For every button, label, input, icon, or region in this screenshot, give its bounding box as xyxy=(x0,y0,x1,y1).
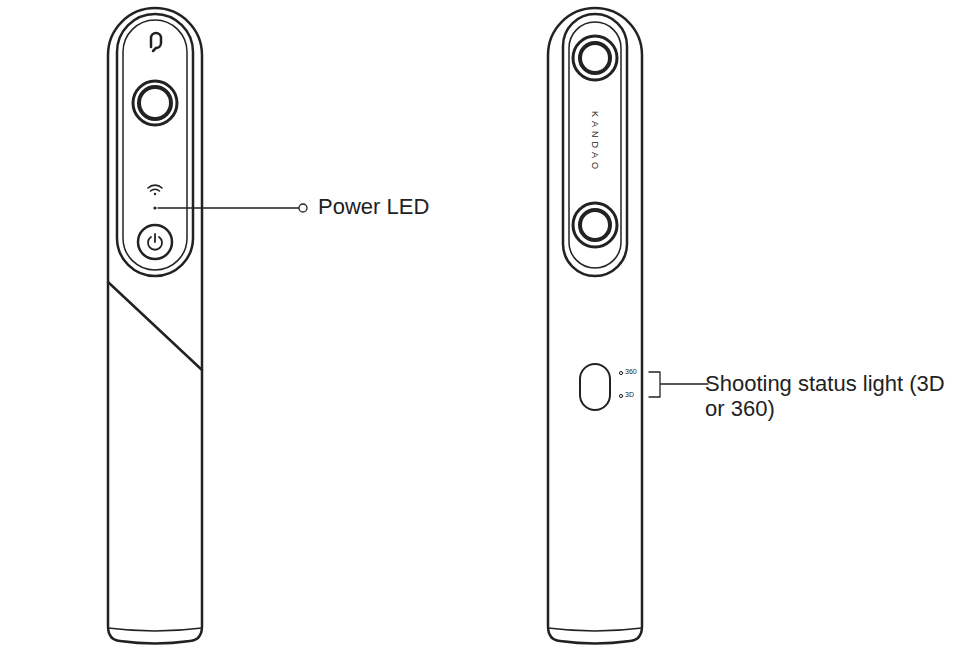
lens-bottom xyxy=(573,203,617,247)
front-panel-outer xyxy=(117,14,193,276)
lens-bottom-inner xyxy=(580,210,610,240)
status-light-360 xyxy=(619,371,622,374)
leader-end xyxy=(299,204,307,212)
lens-top-inner xyxy=(580,43,610,73)
wifi-icon-dot xyxy=(154,193,156,195)
status-button xyxy=(580,364,610,410)
part-label: Shooting status light (3D or 360) xyxy=(705,371,955,422)
shutter-button xyxy=(133,81,177,125)
status-mark: 3D xyxy=(625,391,634,399)
bracket xyxy=(649,372,708,397)
back-panel-outer xyxy=(563,14,627,276)
camera-body-front xyxy=(108,8,202,643)
status-mark: 360 xyxy=(625,368,637,376)
panel-diagonal xyxy=(108,282,202,370)
lens-top xyxy=(573,36,617,80)
power-button xyxy=(138,225,172,259)
body-bottom-lip xyxy=(108,628,202,631)
status-light-3d xyxy=(619,394,622,397)
brand-logo xyxy=(151,33,161,51)
back-panel-inner xyxy=(569,22,621,268)
wifi-icon xyxy=(148,185,162,191)
body-bottom-lip xyxy=(548,628,642,631)
shutter-button-inner xyxy=(139,87,171,119)
leader-line xyxy=(158,207,299,208)
part-label: Power LED xyxy=(318,194,429,219)
front-panel-inner xyxy=(123,20,187,270)
camera-body-back xyxy=(548,8,642,644)
brand-text: KANDAO xyxy=(590,111,600,173)
power-led xyxy=(153,206,156,209)
power-symbol xyxy=(148,234,162,250)
